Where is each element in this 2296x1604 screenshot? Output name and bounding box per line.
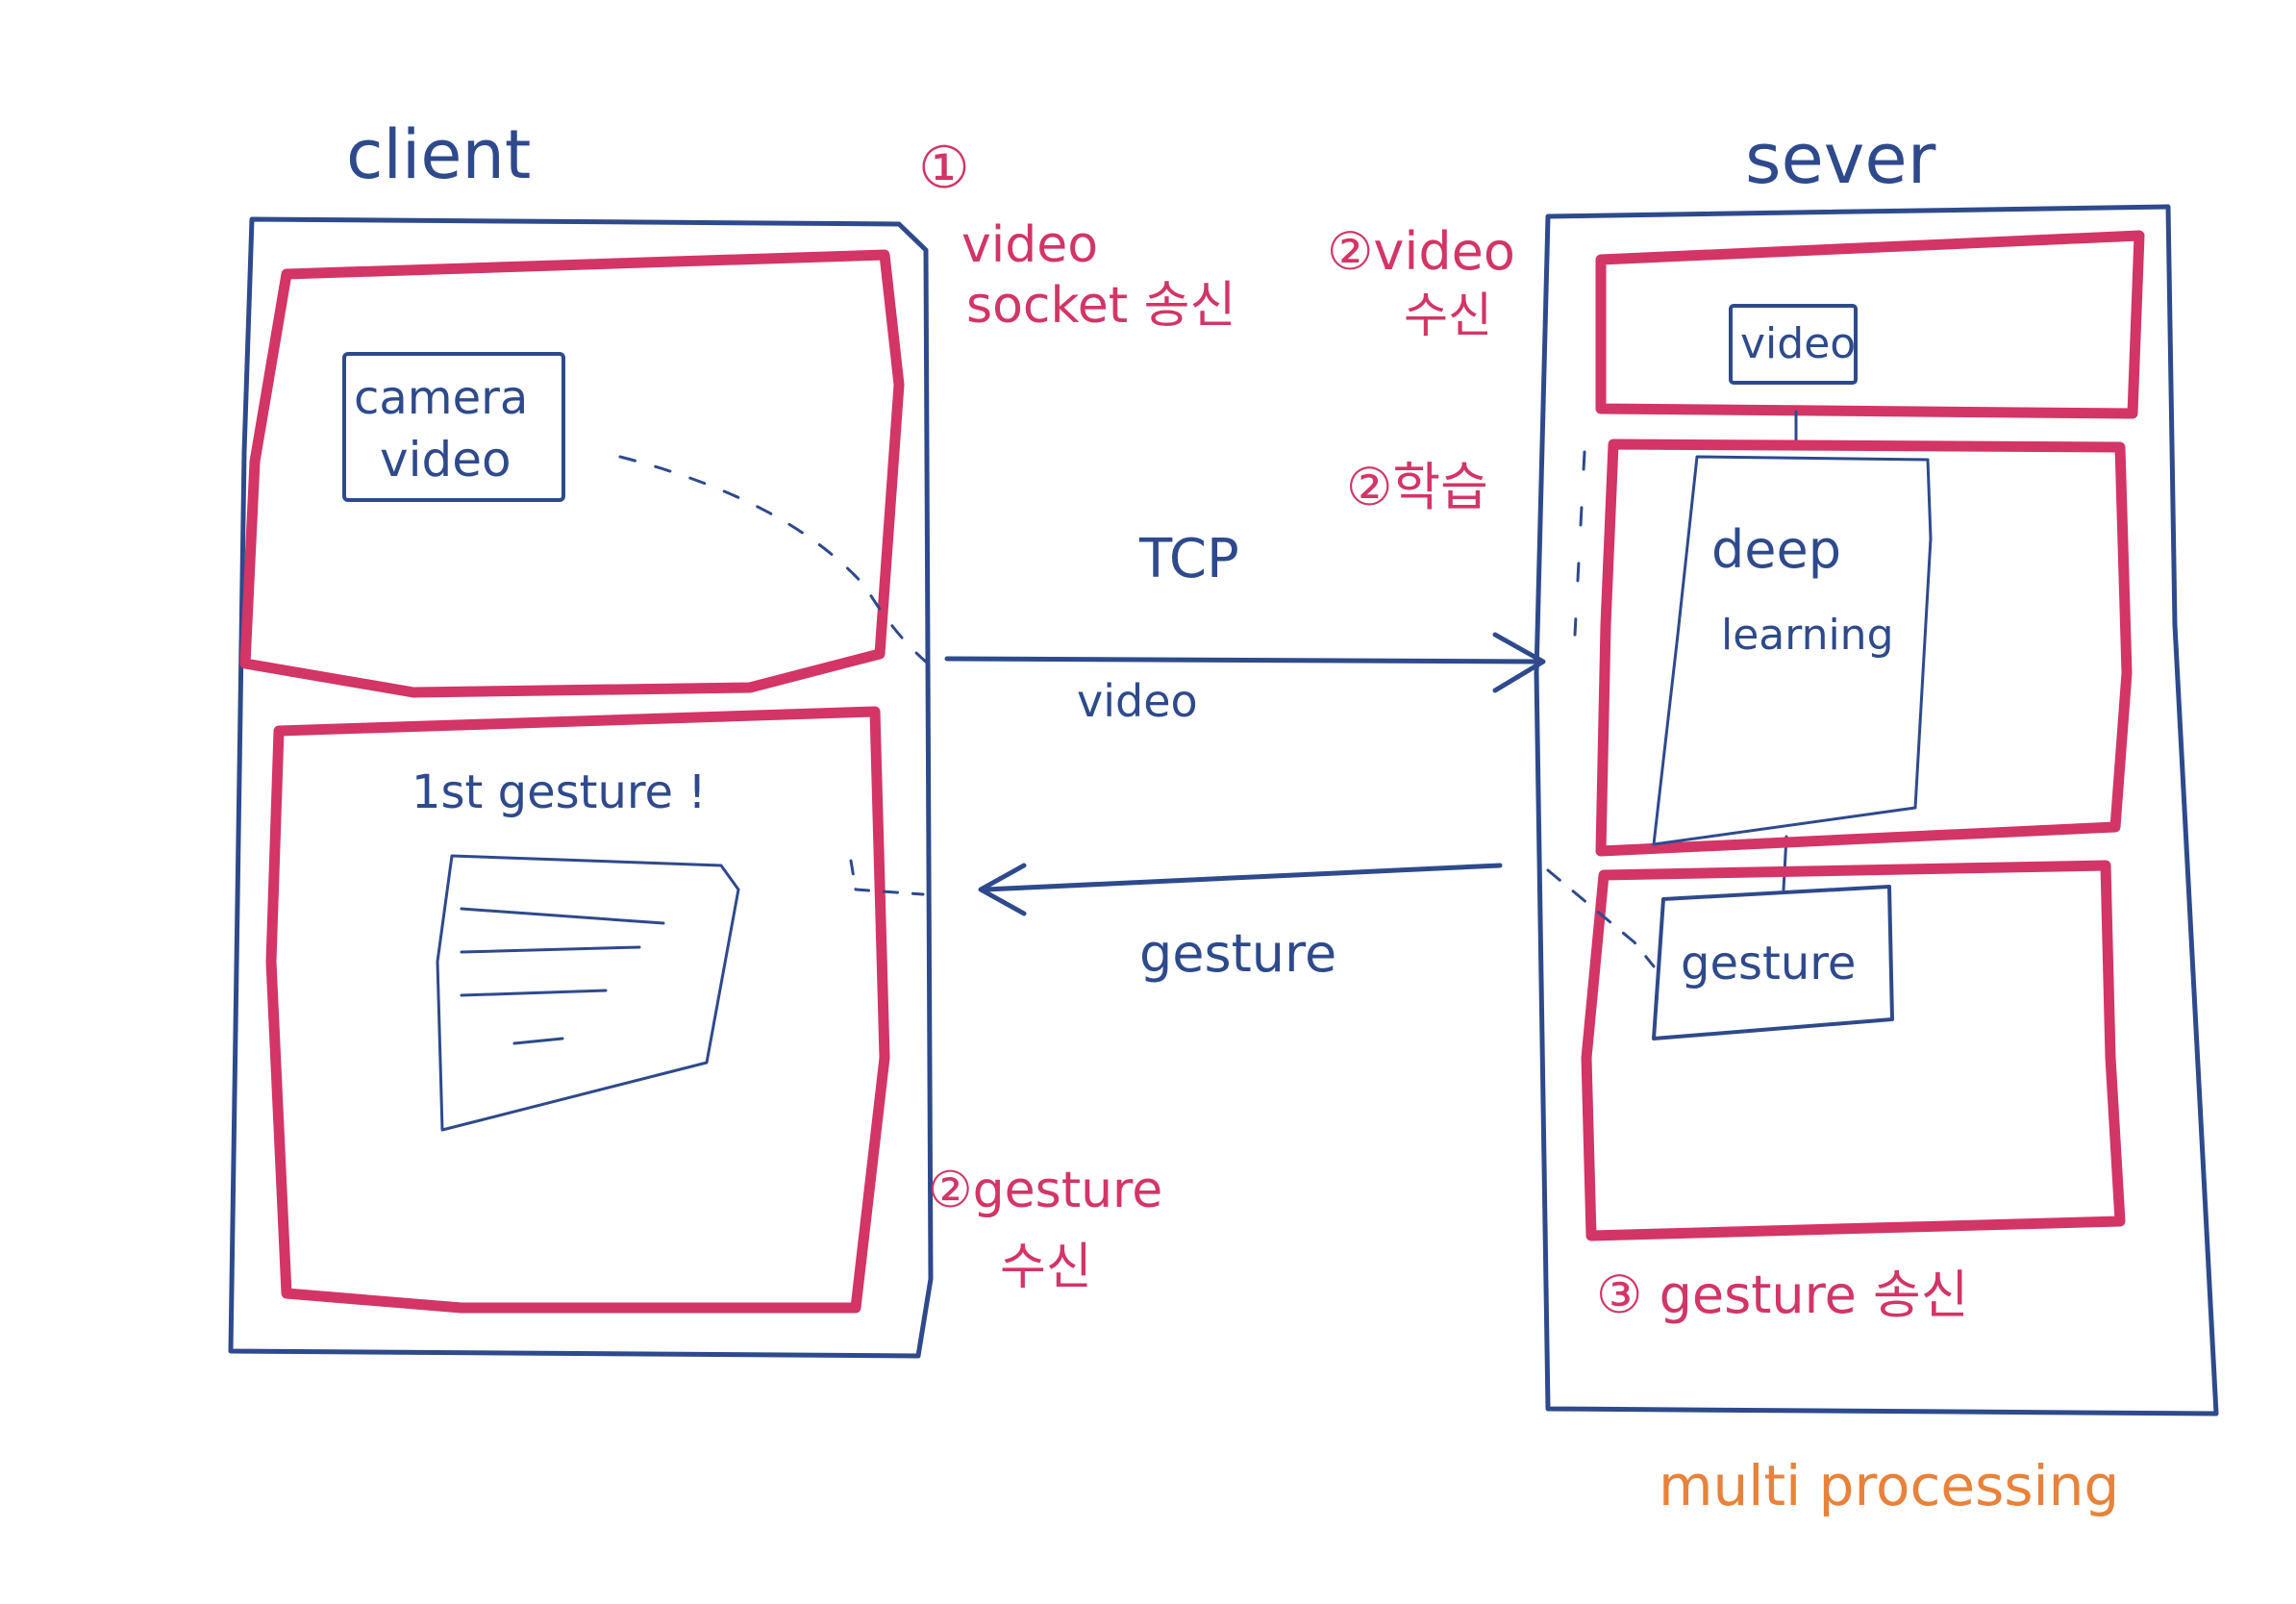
step1-label-line1: video	[961, 216, 1098, 274]
server-step2-video-label-line2: 수신	[1404, 288, 1492, 343]
deep-learning-box	[1652, 455, 1933, 846]
gesture-backward-arrowhead	[978, 863, 1027, 916]
server-gesture-box	[1652, 885, 1894, 1040]
gesture-card-line-3	[460, 989, 608, 997]
server-gesture-box-label: gesture	[1681, 937, 1856, 990]
server-title: sever	[1745, 118, 1936, 199]
client-container	[228, 216, 934, 1359]
server-video-box-label: video	[1740, 319, 1856, 368]
server-video-box	[1729, 304, 1858, 385]
gesture-card-line-2	[460, 945, 641, 954]
gesture-result-card	[436, 854, 740, 1132]
client-video-panel	[239, 249, 905, 698]
gesture-backward-arrow	[983, 863, 1503, 892]
gesture-card-line-1	[460, 907, 665, 925]
multi-processing-note: multi processing	[1659, 1453, 2119, 1518]
step1-label-line2: socket 송신	[966, 277, 1235, 335]
protocol-label: TCP	[1138, 528, 1239, 590]
video-forward-arrow	[944, 656, 1541, 664]
camera-to-socket-dashed-link	[618, 455, 930, 665]
video-forward-arrowhead	[1492, 632, 1546, 693]
camera-video-box	[342, 352, 565, 502]
client-step2-label-line2: 수신	[1000, 1239, 1092, 1296]
client-gesture-panel	[265, 706, 890, 1314]
deep-learning-label-line1: deep	[1711, 519, 1841, 580]
client-step2-label: ②gesture	[928, 1162, 1162, 1219]
backward-gesture-label: gesture	[1139, 923, 1336, 984]
training-dashed-marks	[1573, 450, 1586, 637]
camera-label-line2: video	[380, 432, 512, 488]
step1-number: ①	[918, 135, 970, 202]
server-step3-label: ③ gesture 송신	[1596, 1265, 1968, 1325]
gesture-card-line-4	[512, 1037, 564, 1045]
camera-label-line1: camera	[354, 371, 528, 425]
server-video-panel	[1595, 230, 2145, 419]
server-training-panel	[1595, 439, 2133, 857]
server-step2-video-label: ②video	[1327, 221, 1515, 282]
gesture-return-dashed-link	[849, 859, 925, 896]
deep-learning-label-line2: learning	[1721, 611, 1894, 660]
server-gesture-panel	[1581, 860, 2126, 1241]
forward-video-label: video	[1077, 675, 1198, 727]
server-container	[1534, 204, 2219, 1416]
server-step2-train-label: ②학습	[1346, 457, 1488, 517]
server-gesture-dashed-link	[1546, 868, 1656, 968]
gesture-panel-title: 1st gesture !	[412, 765, 707, 819]
client-title: client	[346, 115, 531, 194]
